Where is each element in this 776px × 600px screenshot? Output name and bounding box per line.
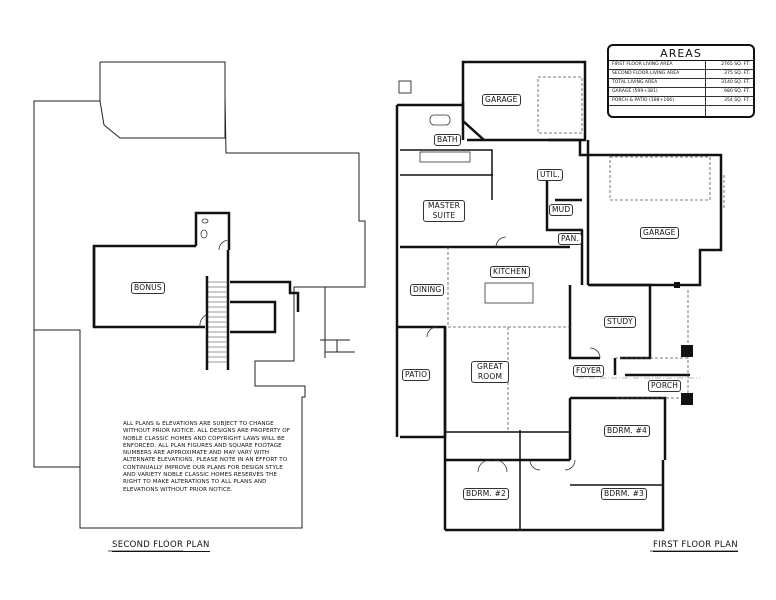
area-label: TOTAL LIVING AREA (609, 79, 706, 87)
room-label-mud: MUD (549, 204, 574, 216)
room-label-master-suite: MASTER SUITE (423, 200, 465, 222)
area-value: 354 SQ. FT. (724, 98, 750, 103)
room-label-pantry: PAN. (558, 233, 582, 245)
area-value: 980 SQ. FT. (724, 89, 750, 94)
area-label: PORCH & PATIO (188+166) (609, 97, 706, 105)
room-label-bedroom-3: BDRM. #3 (601, 488, 648, 500)
area-value: 3140 SQ. FT. (721, 80, 750, 85)
room-label-garage: GARAGE (482, 94, 521, 106)
room-label-bedroom-2: BDRM. #2 (463, 488, 510, 500)
areas-title: AREAS (609, 46, 753, 61)
areas-row: SECOND FLOOR LIVING AREA 375 SQ. FT. (609, 70, 753, 79)
disclaimer-notice: ALL PLANS & ELEVATIONS ARE SUBJECT TO CH… (123, 421, 291, 493)
room-label-garage-2: GARAGE (640, 227, 679, 239)
second-floor-plan-title: SECOND FLOOR PLAN (112, 540, 210, 552)
room-label-bonus: BONUS (131, 282, 165, 294)
room-label-great-room: GREAT ROOM (471, 361, 509, 383)
area-label: SECOND FLOOR LIVING AREA (609, 70, 706, 78)
areas-row: FIRST FLOOR LIVING AREA 2765 SQ. FT. (609, 61, 753, 70)
room-label-kitchen: KITCHEN (490, 266, 530, 278)
area-label: FIRST FLOOR LIVING AREA (609, 61, 706, 69)
room-label-util: UTIL. (537, 169, 563, 181)
areas-row (609, 106, 753, 116)
area-label: GARAGE (599+381) (609, 88, 706, 96)
areas-row: PORCH & PATIO (188+166) 354 SQ. FT. (609, 97, 753, 106)
areas-table: AREAS FIRST FLOOR LIVING AREA 2765 SQ. FT… (607, 44, 755, 118)
area-value: 2765 SQ. FT. (721, 62, 750, 67)
room-label-bedroom-4: BDRM. #4 (604, 425, 651, 437)
room-label-patio: PATIO (402, 369, 431, 381)
room-label-dining: DINING (410, 284, 445, 296)
room-label-bath: BATH (434, 134, 461, 146)
areas-row: TOTAL LIVING AREA 3140 SQ. FT. (609, 79, 753, 88)
area-label (609, 106, 706, 116)
first-floor-plan-title: FIRST FLOOR PLAN (653, 540, 738, 552)
areas-row: GARAGE (599+381) 980 SQ. FT. (609, 88, 753, 97)
area-value (706, 106, 753, 116)
room-label-foyer: FOYER (573, 365, 605, 377)
roof-outline (33, 61, 325, 529)
room-label-study: STUDY (604, 316, 636, 328)
area-value: 375 SQ. FT. (724, 71, 750, 76)
room-label-porch: PORCH (648, 380, 682, 392)
